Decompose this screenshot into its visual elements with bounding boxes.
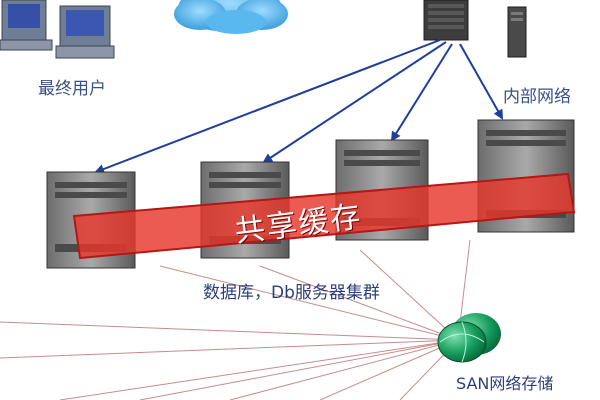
connection-arrows	[94, 39, 503, 174]
desktop-computer-icon	[0, 0, 115, 59]
internal-network-label: 内部网络	[503, 87, 571, 107]
shared-cache-banner	[72, 172, 576, 260]
tower-server-icon	[423, 0, 469, 41]
tower-server-icon	[507, 6, 527, 58]
san-storage-label: SAN网络存储	[456, 374, 554, 393]
globe-node-icon	[437, 313, 501, 363]
cloud-icon	[174, 0, 288, 34]
end-users-label: 最终用户	[38, 79, 106, 99]
san-connections	[0, 239, 471, 400]
db-cluster-label: 数据库，Db服务器集群	[203, 283, 380, 303]
